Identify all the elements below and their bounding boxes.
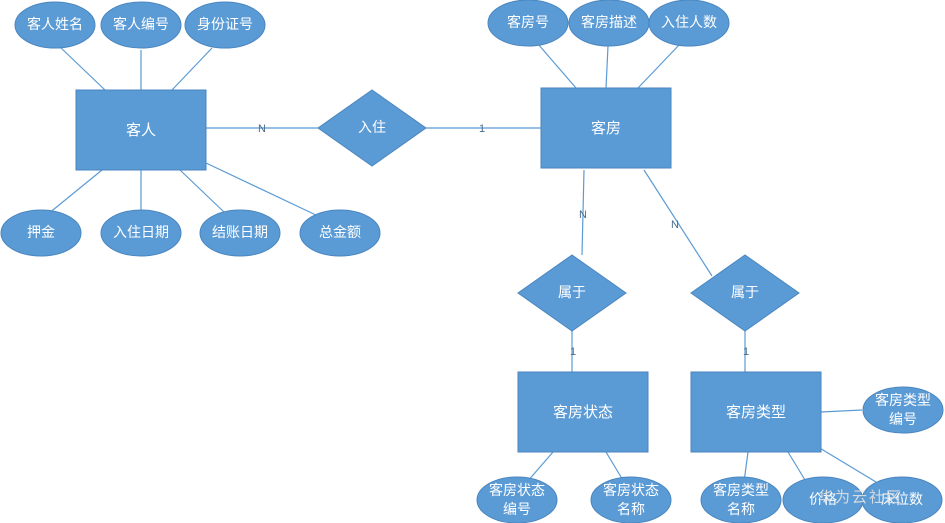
cardinality-checkin-room: 1 bbox=[479, 123, 485, 135]
relationship-belongs-type-diamond bbox=[690, 254, 800, 332]
relationship-belongs-status[interactable]: 属于 bbox=[517, 254, 627, 332]
svg-text:客房状态: 客房状态 bbox=[603, 482, 659, 499]
svg-text:押金: 押金 bbox=[27, 225, 55, 241]
edge-type-id bbox=[820, 409, 863, 413]
relationship-belongs-type-label: 属于 bbox=[731, 285, 759, 301]
attribute-status-id[interactable]: 客房状态 编号 bbox=[476, 476, 558, 523]
watermark-text: 华为云社区 bbox=[818, 488, 904, 506]
attribute-deposit[interactable]: 押金 bbox=[0, 209, 82, 257]
svg-text:编号: 编号 bbox=[503, 502, 531, 518]
svg-text:编号: 编号 bbox=[889, 412, 917, 428]
edge-occupancy bbox=[637, 43, 681, 89]
cardinality-room-status: N bbox=[579, 209, 587, 221]
attribute-status-name[interactable]: 客房状态 名称 bbox=[590, 476, 672, 523]
cardinality-room-type: N bbox=[671, 219, 679, 231]
relationship-check-in-label: 入住 bbox=[358, 120, 386, 136]
cardinality-labels: N 1 N 1 N 1 bbox=[258, 123, 749, 358]
relationship-belongs-type[interactable]: 属于 bbox=[690, 254, 800, 332]
entity-room-status-label: 客房状态 bbox=[553, 403, 613, 421]
relationship-belongs-status-diamond bbox=[517, 254, 627, 332]
entity-room-status[interactable]: 客房状态 bbox=[517, 371, 649, 453]
entities: 客人 客房 客房状态 客房类型 bbox=[75, 87, 822, 453]
attribute-checkout-date[interactable]: 结账日期 bbox=[199, 209, 281, 257]
relationships: 入住 属于 属于 bbox=[317, 89, 800, 332]
svg-text:客人姓名: 客人姓名 bbox=[27, 16, 83, 33]
svg-text:价格: 价格 bbox=[809, 492, 837, 508]
svg-text:客房类型: 客房类型 bbox=[713, 482, 769, 499]
edge-deposit bbox=[47, 169, 103, 215]
attribute-bed-count[interactable]: 床位数 bbox=[861, 476, 943, 523]
entity-guest-box bbox=[75, 89, 207, 171]
svg-text:客房描述: 客房描述 bbox=[581, 14, 637, 31]
svg-text:总金额: 总金额 bbox=[319, 225, 361, 241]
edge-status-id bbox=[526, 451, 554, 483]
entity-room-label: 客房 bbox=[591, 119, 621, 137]
cardinality-status-room: 1 bbox=[570, 346, 576, 358]
svg-text:身份证号: 身份证号 bbox=[197, 17, 253, 33]
svg-text:客人编号: 客人编号 bbox=[113, 16, 169, 33]
attribute-total-amount[interactable]: 总金额 bbox=[299, 209, 381, 257]
attribute-room-desc[interactable]: 客房描述 bbox=[568, 0, 650, 47]
attribute-id-card[interactable]: 身份证号 bbox=[184, 1, 266, 49]
attribute-room-no[interactable]: 客房号 bbox=[487, 0, 569, 47]
attribute-occupancy[interactable]: 入住人数 bbox=[648, 0, 730, 47]
edge-guest-name bbox=[59, 46, 106, 91]
entity-room-status-box bbox=[517, 371, 649, 453]
entity-guest[interactable]: 客人 bbox=[75, 89, 207, 171]
svg-text:客房号: 客房号 bbox=[507, 14, 549, 31]
svg-text:名称: 名称 bbox=[727, 502, 755, 518]
edge-room-no bbox=[537, 43, 577, 89]
entity-room-type-label: 客房类型 bbox=[726, 403, 786, 421]
svg-text:入住人数: 入住人数 bbox=[661, 15, 717, 31]
edge-status-name bbox=[605, 451, 625, 483]
edge-price bbox=[787, 451, 806, 481]
entity-room-type[interactable]: 客房类型 bbox=[690, 371, 822, 453]
relationship-belongs-status-label: 属于 bbox=[558, 285, 586, 301]
attribute-type-name[interactable]: 客房类型 名称 bbox=[700, 476, 782, 523]
svg-text:客房状态: 客房状态 bbox=[489, 482, 545, 499]
svg-text:客房类型: 客房类型 bbox=[875, 392, 931, 409]
edges bbox=[47, 43, 877, 483]
entity-room-box bbox=[540, 87, 672, 169]
cardinality-type-room: 1 bbox=[743, 346, 749, 358]
svg-text:结账日期: 结账日期 bbox=[212, 225, 268, 241]
edge-room-status bbox=[581, 169, 585, 256]
attribute-type-id[interactable]: 客房类型 编号 bbox=[862, 386, 944, 434]
svg-text:入住日期: 入住日期 bbox=[113, 225, 169, 241]
attribute-guest-name[interactable]: 客人姓名 bbox=[14, 1, 96, 49]
attribute-checkin-date[interactable]: 入住日期 bbox=[100, 209, 182, 257]
entity-guest-label: 客人 bbox=[126, 121, 156, 139]
cardinality-guest-checkin: N bbox=[258, 123, 266, 135]
svg-text:床位数: 床位数 bbox=[881, 492, 923, 508]
entity-room-type-box bbox=[690, 371, 822, 453]
svg-text:名称: 名称 bbox=[617, 502, 645, 518]
edge-room-desc bbox=[605, 45, 609, 89]
edge-id-card bbox=[171, 47, 213, 91]
edge-bed-count bbox=[817, 446, 877, 483]
relationship-check-in-diamond bbox=[317, 89, 427, 167]
edge-total-amount bbox=[205, 162, 319, 217]
edge-checkout-date bbox=[179, 169, 225, 213]
entity-room[interactable]: 客房 bbox=[540, 87, 672, 169]
attribute-guest-id[interactable]: 客人编号 bbox=[100, 1, 182, 49]
edge-room-type bbox=[643, 169, 713, 277]
relationship-check-in[interactable]: 入住 bbox=[317, 89, 427, 167]
